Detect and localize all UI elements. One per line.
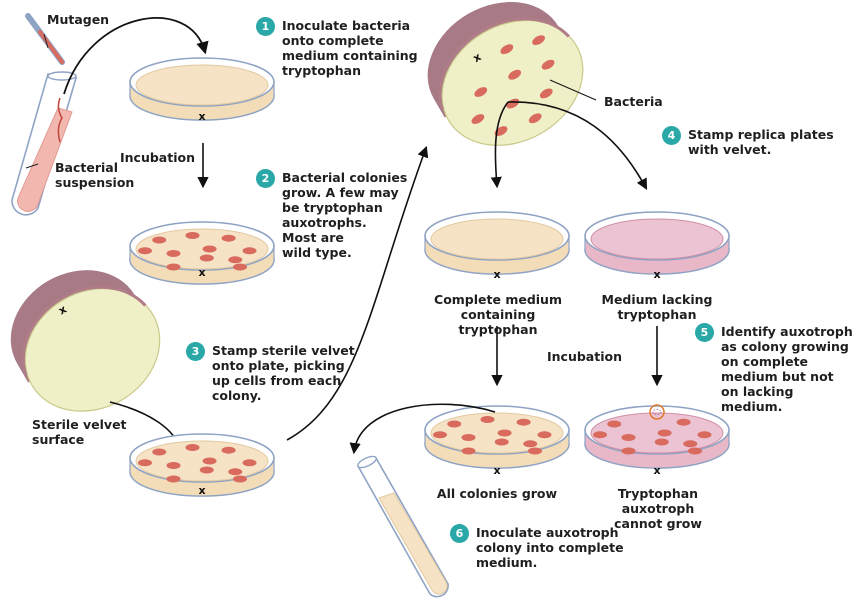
inoculate-auxotroph-arrow xyxy=(349,403,496,455)
bacterial-colony xyxy=(461,434,476,441)
svg-text:x: x xyxy=(198,484,205,497)
step-1: 1 Inoculate bacteria onto complete mediu… xyxy=(256,17,418,78)
bacterial-colony xyxy=(185,444,200,451)
bacterial-colony xyxy=(185,232,200,239)
bacterial-colony xyxy=(233,475,247,483)
bacterial-colony xyxy=(228,256,243,264)
bacterial-colony xyxy=(593,431,607,439)
bacterial-suspension-label: Bacterial suspension xyxy=(55,160,135,190)
velvet-with-bacteria-icon: x xyxy=(427,2,584,146)
replica-plate-lacking: x xyxy=(584,211,730,281)
stamp-arrow-right xyxy=(507,101,648,190)
step-4: 4 Stamp replica plates with velvet. xyxy=(662,126,834,157)
bacterial-colony xyxy=(537,431,552,439)
step-number-badge: 4 xyxy=(662,126,681,145)
bacterial-colony xyxy=(202,245,217,253)
inoculate-arrow xyxy=(63,17,209,95)
result-plate-lacking: x xyxy=(584,404,730,477)
bacterial-colony xyxy=(607,420,622,428)
step-number-badge: 2 xyxy=(256,169,275,188)
bacterial-colony xyxy=(166,475,181,483)
svg-text:x: x xyxy=(198,110,205,123)
bacterial-colony xyxy=(523,440,538,448)
bacterial-colony xyxy=(621,447,636,455)
bacterial-colony xyxy=(166,250,181,257)
step-3: 3 Stamp sterile velvet onto plate, picki… xyxy=(186,342,355,403)
bacterial-colony xyxy=(221,234,236,242)
plate-2-colonies: x xyxy=(129,221,275,285)
bacterial-colony xyxy=(221,446,236,454)
bacterial-colony xyxy=(480,416,495,423)
bacterial-colony xyxy=(202,457,217,465)
bacterial-colony xyxy=(152,236,167,244)
bacterial-colony xyxy=(242,459,257,467)
sterile-velvet-block-icon: x xyxy=(10,270,161,412)
auxotroph-cannot-grow-label: Tryptophan auxotroph cannot grow xyxy=(614,486,702,531)
svg-text:x: x xyxy=(198,266,205,279)
step-text: Inoculate auxotroph colony into complete… xyxy=(476,525,624,570)
bacterial-colony xyxy=(683,440,698,448)
bacterial-colony xyxy=(138,459,152,467)
bacterial-colony xyxy=(199,466,214,474)
svg-text:x: x xyxy=(653,464,660,477)
all-colonies-grow-label: All colonies grow xyxy=(436,486,558,501)
bacterial-colony xyxy=(433,431,447,439)
bacterial-colony xyxy=(228,468,243,476)
bacterial-colony xyxy=(497,429,512,437)
step-2: 2 Bacterial colonies grow. A few may be … xyxy=(256,169,408,260)
bacterial-suspension-tube-icon xyxy=(11,71,78,216)
bacterial-colony xyxy=(516,418,531,426)
replica-plate-complete: x xyxy=(424,211,570,281)
bacterial-colony xyxy=(199,254,214,262)
stamp-arrow-left xyxy=(490,101,509,189)
bacterial-colony xyxy=(676,418,691,426)
complete-medium-tube-icon xyxy=(356,455,449,598)
step-6: 6 Inoculate auxotroph colony into comple… xyxy=(450,524,624,570)
bacterial-colony xyxy=(447,420,462,428)
step-text: Bacterial colonies grow. A few may be tr… xyxy=(282,170,408,260)
step-number-badge: 1 xyxy=(256,17,275,36)
mutagen-label: Mutagen xyxy=(47,12,110,27)
step-text: Inoculate bacteria onto complete medium … xyxy=(282,18,418,78)
bacterial-colony xyxy=(166,263,181,271)
step-number-badge: 3 xyxy=(186,342,205,361)
bacteria-label: Bacteria xyxy=(604,94,663,109)
sterile-velvet-surface-label: Sterile velvet surface xyxy=(32,417,127,447)
complete-medium-label: Complete medium containing tryptophan xyxy=(434,292,562,337)
mutagen-pipette-icon xyxy=(25,13,65,65)
svg-text:x: x xyxy=(493,268,500,281)
bacterial-colony xyxy=(697,431,712,439)
bacteria-pointer xyxy=(549,79,597,101)
step-5: 5 Identify auxotroph as colony growing o… xyxy=(695,323,856,414)
auxotroph-missing-colony-marker xyxy=(649,404,665,420)
plate-1-complete-medium: x xyxy=(129,57,275,123)
bacterial-colony xyxy=(138,247,152,255)
incubation-label-1: Incubation xyxy=(120,150,195,165)
bacterial-colony xyxy=(242,247,257,255)
bacterial-colony xyxy=(233,263,247,271)
result-plate-complete: x xyxy=(424,405,570,477)
bacterial-colony xyxy=(654,438,669,446)
svg-text:x: x xyxy=(493,464,500,477)
svg-text:x: x xyxy=(653,268,660,281)
bacterial-colony xyxy=(657,429,672,437)
step-number-badge: 5 xyxy=(695,323,714,342)
medium-lacking-label: Medium lacking tryptophan xyxy=(601,292,713,322)
step-text: Stamp sterile velvet onto plate, picking… xyxy=(212,343,355,403)
bacterial-colony xyxy=(461,447,476,455)
plate-3-colonies: x xyxy=(129,433,275,497)
bacterial-colony xyxy=(166,462,181,469)
step-text: Stamp replica plates with velvet. xyxy=(688,127,834,157)
bacterial-colony xyxy=(528,447,542,455)
transfer-arrow xyxy=(286,145,429,441)
bacterial-colony xyxy=(621,434,636,441)
bacterial-colony xyxy=(152,448,167,456)
bacterial-colony xyxy=(688,447,702,455)
step-number-badge: 6 xyxy=(450,524,469,543)
bacterial-colony xyxy=(494,438,509,446)
incubation-label-2: Incubation xyxy=(547,349,622,364)
step-text: Identify auxotroph as colony growing on … xyxy=(721,324,853,414)
